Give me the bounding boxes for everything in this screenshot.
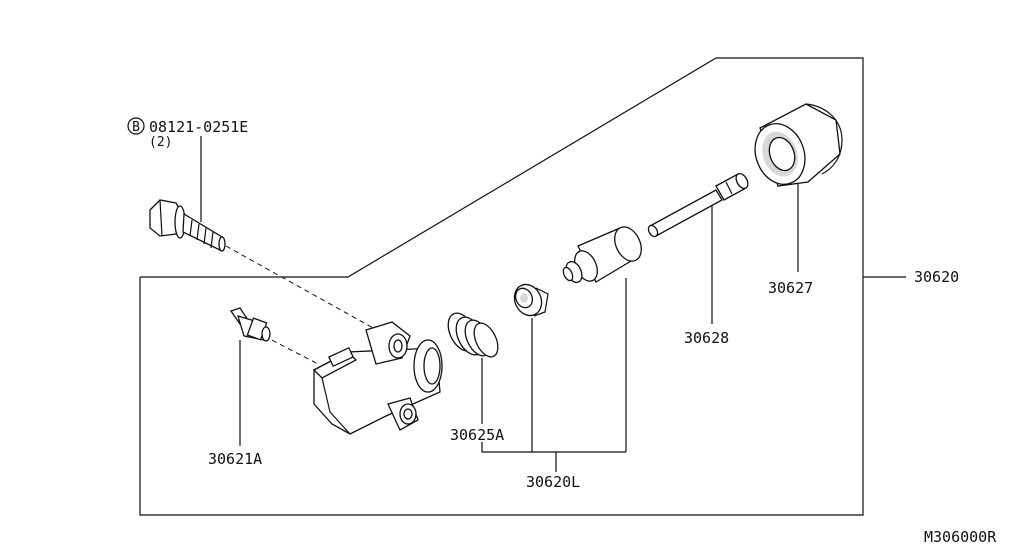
bolt-callout: B 08121-0251E (2) — [127, 117, 248, 222]
figure-code: M306000R — [924, 528, 997, 546]
assembly-frame — [139, 57, 864, 516]
bolt — [149, 199, 226, 252]
label-bleeder: 30621A — [208, 450, 262, 468]
spring — [447, 312, 499, 358]
b-marker-letter: B — [132, 120, 140, 135]
label-push-rod: 30628 — [684, 329, 729, 347]
label-boot: 30627 — [768, 279, 813, 297]
push-rod — [647, 172, 749, 238]
label-kit: 30620L — [526, 473, 580, 491]
seal-cup — [513, 283, 549, 317]
bleeder-alignment-line — [263, 335, 319, 365]
label-spring: 30625A — [450, 426, 504, 444]
label-assembly: 30620 — [914, 268, 959, 286]
bleeder-screw — [229, 307, 271, 342]
boot — [754, 103, 843, 187]
kit-bracket — [481, 442, 626, 453]
b-marker-circle — [127, 117, 145, 135]
slave-cylinder — [312, 321, 443, 435]
bolt-part-number: 08121-0251E — [149, 118, 248, 136]
bolt-alignment-line — [225, 245, 385, 335]
piston — [562, 226, 642, 284]
bolt-quantity: (2) — [149, 135, 172, 150]
